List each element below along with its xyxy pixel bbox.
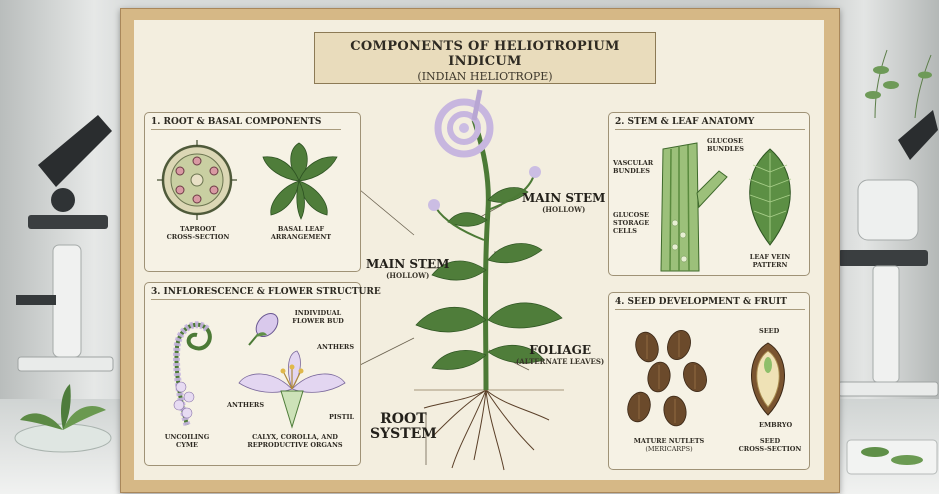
nutlets-caption-line2: (MERICARPS) xyxy=(619,445,719,453)
bud-caption: INDIVIDUAL FLOWER BUD xyxy=(283,309,353,325)
foliage-sub: (ALTERNATE LEAVES) xyxy=(516,358,604,366)
cyme-caption-line1: UNCOILING xyxy=(155,433,219,441)
leaf-vein-caption-line1: LEAF VEIN xyxy=(739,253,801,261)
root-system-callout: ROOT SYSTEM xyxy=(370,412,437,443)
panel-seed-title: 4. SEED DEVELOPMENT & FRUIT xyxy=(615,297,805,310)
root-label-line1: ROOT xyxy=(370,412,437,427)
panel-flower-title: 3. INFLORESCENCE & FLOWER STRUCTURE xyxy=(151,287,381,300)
vascular-label: VASCULAR BUNDLES xyxy=(613,159,653,175)
panel-seed-fruit: 4. SEED DEVELOPMENT & FRUIT MATURE NUTLE… xyxy=(608,292,810,470)
panel-stem-title: 2. STEM & LEAF ANATOMY xyxy=(615,117,805,130)
glucose-storage-label-line3: CELLS xyxy=(613,227,649,235)
taproot-caption-line2: CROSS-SECTION xyxy=(157,233,239,241)
panel-root-basal: 1. ROOT & BASAL COMPONENTS TAPROOT CROSS… xyxy=(144,112,361,272)
taproot-cross-section-icon xyxy=(160,143,235,218)
right-herb-sprigs-icon xyxy=(845,40,939,120)
main-stem-left-sub: (HOLLOW) xyxy=(366,272,449,280)
stem-longitudinal-section-icon xyxy=(653,143,733,271)
seed-cross-section-icon xyxy=(745,341,791,417)
main-stem-right-label: MAIN STEM xyxy=(522,191,605,205)
right-microscope-icon xyxy=(838,100,938,400)
calyx-caption-line2: REPRODUCTIVE ORGANS xyxy=(235,441,355,449)
embryo-label: EMBRYO xyxy=(759,421,792,429)
calyx-caption-line1: CALYX, COROLLA, AND xyxy=(235,433,355,441)
leaf-vein-caption: LEAF VEIN PATTERN xyxy=(739,253,801,269)
panel-flower-structure: 3. INFLORESCENCE & FLOWER STRUCTURE UNCO… xyxy=(144,282,361,466)
glucose-storage-label-line2: STORAGE xyxy=(613,219,649,227)
left-microscope-icon xyxy=(8,95,118,385)
nutlets-caption: MATURE NUTLETS (MERICARPS) xyxy=(619,437,719,453)
basal-leaf-caption-line2: ARRANGEMENT xyxy=(257,233,345,241)
leaf-vein-caption-line2: PATTERN xyxy=(739,261,801,269)
main-stem-left-callout: MAIN STEM (HOLLOW) xyxy=(366,258,449,280)
taproot-caption-line1: TAPROOT xyxy=(157,225,239,233)
main-stem-right-sub: (HOLLOW) xyxy=(522,206,605,214)
main-stem-left-label: MAIN STEM xyxy=(366,257,449,271)
panel-stem-leaf: 2. STEM & LEAF ANATOMY VASCULAR BUNDLES … xyxy=(608,112,810,276)
nutlets-caption-line1: MATURE NUTLETS xyxy=(619,437,719,445)
pistil-label: PISTIL xyxy=(329,413,354,421)
bud-caption-line1: INDIVIDUAL xyxy=(283,309,353,317)
glucose-storage-label-line1: GLUCOSE xyxy=(613,211,649,219)
seed-cross-caption-line1: SEED xyxy=(737,437,803,445)
basal-leaf-caption: BASAL LEAF ARRANGEMENT xyxy=(257,225,345,241)
nutlets-icon xyxy=(623,329,713,429)
right-leaf-tray-icon xyxy=(845,420,939,480)
uncoiling-cyme-icon xyxy=(157,307,217,427)
leaf-vein-icon xyxy=(739,147,801,247)
basal-leaf-rosette-icon xyxy=(257,141,342,221)
anthers-left-label: ANTHERS xyxy=(227,401,264,409)
vascular-label-line1: VASCULAR xyxy=(613,159,653,167)
glucose-storage-label: GLUCOSE STORAGE CELLS xyxy=(613,211,649,235)
seed-cross-caption: SEED CROSS-SECTION xyxy=(737,437,803,453)
panel-root-title: 1. ROOT & BASAL COMPONENTS xyxy=(151,117,341,130)
main-stem-right-callout: MAIN STEM (HOLLOW) xyxy=(522,192,605,214)
foliage-callout: FOLIAGE (ALTERNATE LEAVES) xyxy=(516,344,604,366)
seed-cross-caption-line2: CROSS-SECTION xyxy=(737,445,803,453)
root-label-line2: SYSTEM xyxy=(370,427,437,442)
calyx-caption: CALYX, COROLLA, AND REPRODUCTIVE ORGANS xyxy=(235,433,355,449)
foliage-label: FOLIAGE xyxy=(529,343,591,357)
cyme-caption-line2: CYME xyxy=(155,441,219,449)
flower-bud-icon xyxy=(243,309,283,349)
bud-caption-line2: FLOWER BUD xyxy=(283,317,353,325)
taproot-caption: TAPROOT CROSS-SECTION xyxy=(157,225,239,241)
seed-label: SEED xyxy=(759,327,779,335)
cyme-caption: UNCOILING CYME xyxy=(155,433,219,449)
vascular-label-line2: BUNDLES xyxy=(613,167,653,175)
poster: COMPONENTS OF HELIOTROPIUM INDICUM (INDI… xyxy=(134,20,824,480)
left-potted-plant-icon xyxy=(8,380,118,455)
basal-leaf-caption-line1: BASAL LEAF xyxy=(257,225,345,233)
